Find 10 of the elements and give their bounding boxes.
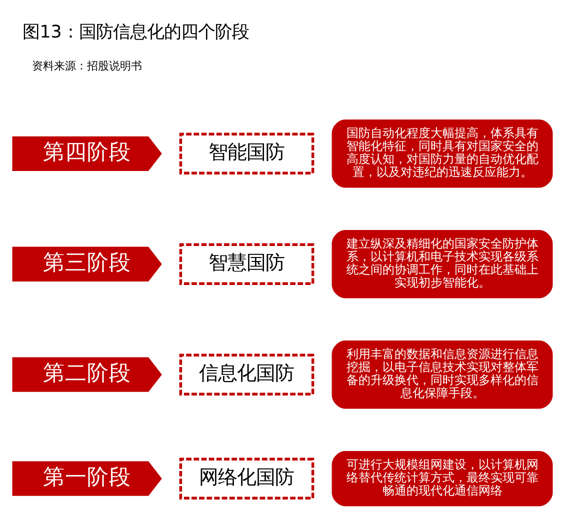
node-box: 国防自动化程度大幅提高，体系具有智能化特征，同时具有对国家安全的高度认知，对国防力量的自动优化配置，以及对违纪的迅速反应能力。 — [332, 119, 553, 188]
node-box: 利用丰富的数据和信息资源进行信息挖掘，以电子信息技术实现对整体军备的升级换代，同时实现多样化的信息化保障手段。 — [332, 340, 553, 408]
node-box: 智能国防 — [179, 132, 314, 174]
node-box: 可进行大规模组网建设，以计算机网络替代传统计算方式，最终实现可靠畅通的现代化通信网络 — [332, 450, 553, 506]
node-box: 信息化国防 — [179, 353, 314, 395]
caption: 资料来源：招股说明书 — [32, 59, 142, 72]
node-box: 网络化国防 — [179, 457, 314, 499]
diagram-title: 图13：国防信息化的四个阶段 — [22, 22, 249, 42]
node-box: 建立纵深及精细化的国家安全防护体系，以计算机和电子技术实现各级系统之间的协调工作，同时在此基础上实现初步智能化。 — [332, 230, 553, 298]
node-box: 智慧国防 — [179, 242, 314, 284]
